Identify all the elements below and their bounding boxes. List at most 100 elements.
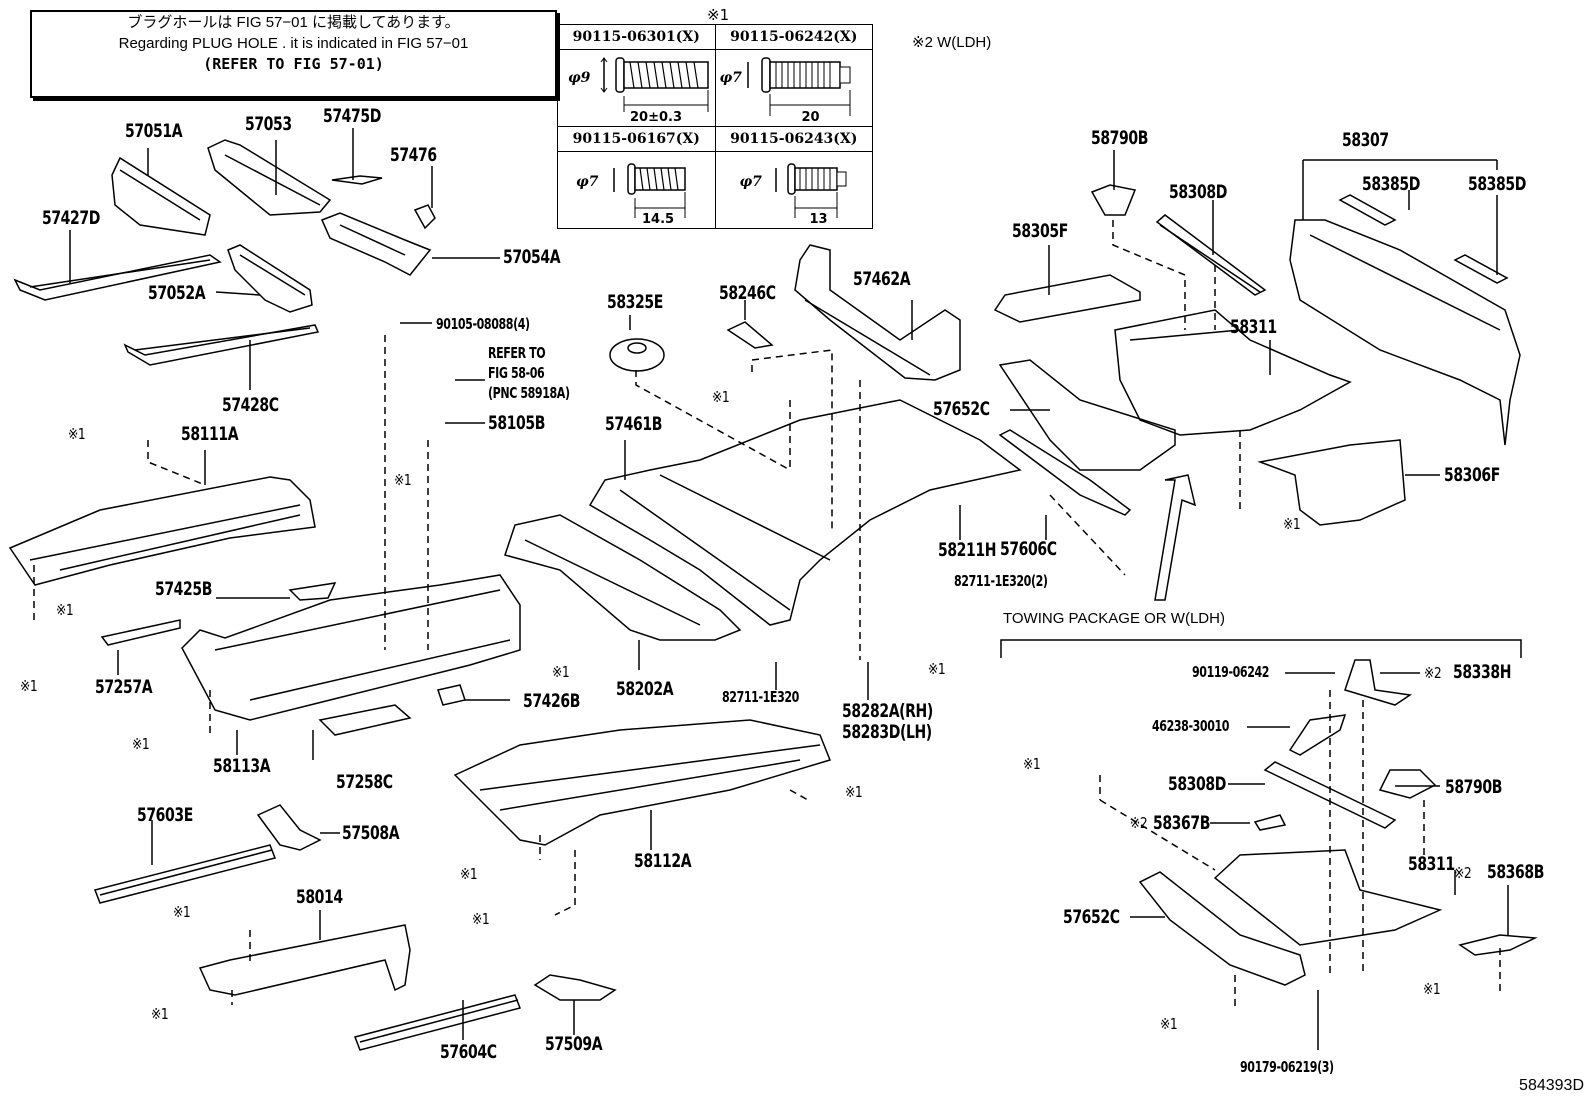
part-label[interactable]: 57054A bbox=[503, 246, 561, 268]
marker-note-1: ※1 bbox=[928, 660, 946, 678]
part-58385D-shape bbox=[1338, 194, 1397, 226]
part-58112A-shape bbox=[453, 719, 832, 846]
part-57427D-shape bbox=[13, 254, 222, 301]
part-label[interactable]: 58282A(RH) bbox=[842, 700, 933, 722]
part-label[interactable]: 57604C bbox=[440, 1041, 497, 1063]
part-label[interactable]: 57462A bbox=[853, 268, 911, 290]
part-label[interactable]: 57508A bbox=[342, 822, 400, 844]
part-label[interactable]: 57053 bbox=[245, 113, 292, 135]
part-label[interactable]: 90179-06219(3) bbox=[1240, 1058, 1334, 1076]
part-label[interactable]: 58385D bbox=[1468, 173, 1526, 195]
part-t57652C-shape bbox=[1138, 871, 1306, 986]
part-label[interactable]: 58111A bbox=[181, 423, 239, 445]
part-label[interactable]: 58305F bbox=[1012, 220, 1068, 242]
part-57051A-shape bbox=[111, 156, 211, 236]
marker-note-1: ※1 bbox=[1423, 980, 1441, 998]
part-label[interactable]: 57258C bbox=[336, 771, 393, 793]
part-label[interactable]: 58790B bbox=[1445, 776, 1502, 798]
part-label[interactable]: 58311 bbox=[1408, 853, 1455, 875]
marker-note-2: ※2 bbox=[1424, 664, 1442, 682]
part-57606C-shape bbox=[998, 429, 1132, 516]
bolt-drawing-cell: φ7 14.5 bbox=[557, 151, 716, 229]
part-label[interactable]: 57461B bbox=[605, 413, 662, 435]
bolt-icon bbox=[774, 163, 846, 218]
note-english: Regarding PLUG HOLE . it is indicated in… bbox=[118, 35, 469, 52]
part-label[interactable]: 58211H bbox=[938, 539, 997, 561]
part-58111A-shape bbox=[8, 476, 316, 586]
part-label[interactable]: 57052A bbox=[148, 282, 206, 304]
marker-note-1: ※1 bbox=[1160, 1015, 1178, 1033]
part-label[interactable]: 58308D bbox=[1169, 181, 1227, 203]
part-57462A-shape bbox=[794, 244, 961, 381]
part-58202A-shape bbox=[504, 514, 742, 641]
part-label[interactable]: 58325E bbox=[607, 291, 663, 313]
part-label[interactable]: 90119-06242 bbox=[1192, 663, 1270, 681]
bolt-drawing-cell: φ9 20±0.3 bbox=[557, 49, 716, 127]
part-58246C-shape bbox=[726, 321, 774, 349]
part-label[interactable]: 82711-1E320(2) bbox=[954, 572, 1048, 590]
part-label[interactable]: 57476 bbox=[390, 144, 437, 166]
part-label[interactable]: 57475D bbox=[323, 105, 381, 127]
marker-note-1: ※1 bbox=[712, 388, 730, 406]
part-label[interactable]: 58113A bbox=[213, 755, 271, 777]
part-57425B-shape bbox=[288, 582, 337, 601]
part-label[interactable]: 58308D bbox=[1168, 773, 1226, 795]
part-57509A-shape bbox=[533, 974, 617, 1001]
marker-note-2: ※2 bbox=[1130, 814, 1148, 832]
refer-text: REFER TO bbox=[488, 344, 546, 362]
marker-note-2: ※2 bbox=[1454, 864, 1472, 882]
bolt-diameter: φ7 bbox=[739, 174, 762, 190]
towing-section-title: TOWING PACKAGE OR W(LDH) bbox=[1003, 610, 1225, 627]
part-label[interactable]: 58014 bbox=[296, 886, 343, 908]
marker-note-1: ※1 bbox=[173, 903, 191, 921]
part-label[interactable]: 57426B bbox=[523, 690, 580, 712]
bolt-spec-table: 90115-06301(X) 90115-06242(X) φ9 20±0.3 … bbox=[557, 24, 873, 229]
part-label[interactable]: 58105B bbox=[488, 412, 545, 434]
part-label[interactable]: 58311 bbox=[1230, 316, 1277, 338]
bolt-diameter: φ7 bbox=[719, 70, 742, 86]
part-label[interactable]: 58338H bbox=[1453, 661, 1512, 683]
part-58385D-shape bbox=[1453, 254, 1509, 284]
part-label[interactable]: 57652C bbox=[933, 398, 990, 420]
part-t58368B-shape bbox=[1458, 934, 1538, 956]
part-label[interactable]: 57257A bbox=[95, 676, 153, 698]
part-label[interactable]: 58367B bbox=[1153, 812, 1210, 834]
part-t46238-shape bbox=[1288, 714, 1347, 756]
part-label[interactable]: 90105-08088(4) bbox=[436, 315, 530, 333]
part-label[interactable]: 57606C bbox=[1000, 538, 1057, 560]
part-label[interactable]: 58202A bbox=[616, 678, 674, 700]
bolt-drawing-cell: φ7 20 bbox=[714, 49, 873, 127]
part-label[interactable]: 57425B bbox=[155, 578, 212, 600]
part-label[interactable]: 57051A bbox=[125, 120, 183, 142]
part-label[interactable]: 58790B bbox=[1091, 127, 1148, 149]
part-label[interactable]: 57603E bbox=[137, 804, 193, 826]
part-label[interactable]: 46238-30010 bbox=[1152, 717, 1230, 735]
part-t58311-shape bbox=[1213, 849, 1443, 946]
part-label[interactable]: 58112A bbox=[634, 850, 692, 872]
plug-hole-note: ブラグホールは FIG 57−01 に掲載してあります。 Regarding P… bbox=[30, 10, 557, 98]
part-label[interactable]: 58306F bbox=[1444, 464, 1500, 486]
marker-note-1: ※1 bbox=[394, 471, 412, 489]
part-t58308D-shape bbox=[1263, 761, 1397, 829]
refer-text: (PNC 58918A) bbox=[488, 384, 570, 402]
part-t58338H-shape bbox=[1344, 659, 1413, 706]
marker-note-1: ※1 bbox=[1023, 755, 1041, 773]
part-label[interactable]: 82711-1E320 bbox=[722, 688, 799, 706]
part-label[interactable]: 57509A bbox=[545, 1033, 603, 1055]
part-label[interactable]: 58307 bbox=[1342, 129, 1389, 151]
part-label[interactable]: 58385D bbox=[1362, 173, 1420, 195]
part-label[interactable]: 57427D bbox=[42, 207, 100, 229]
note-reference: (REFER TO FIG 57-01) bbox=[203, 55, 384, 73]
bolt-icon bbox=[746, 57, 850, 116]
part-label[interactable]: 57428C bbox=[222, 394, 279, 416]
bolt-part-number: 90115-06301(X) bbox=[557, 24, 716, 50]
note-japanese: ブラグホールは FIG 57−01 に掲載してあります。 bbox=[127, 14, 460, 31]
part-label[interactable]: 57652C bbox=[1063, 906, 1120, 928]
part-label[interactable]: 58283D(LH) bbox=[842, 721, 932, 743]
marker-note-1: ※1 bbox=[68, 425, 86, 443]
part-t58367B-shape bbox=[1253, 814, 1287, 831]
part-label[interactable]: 58368B bbox=[1487, 861, 1544, 883]
part-58306F-shape bbox=[1257, 439, 1406, 526]
part-label[interactable]: 58246C bbox=[719, 282, 776, 304]
